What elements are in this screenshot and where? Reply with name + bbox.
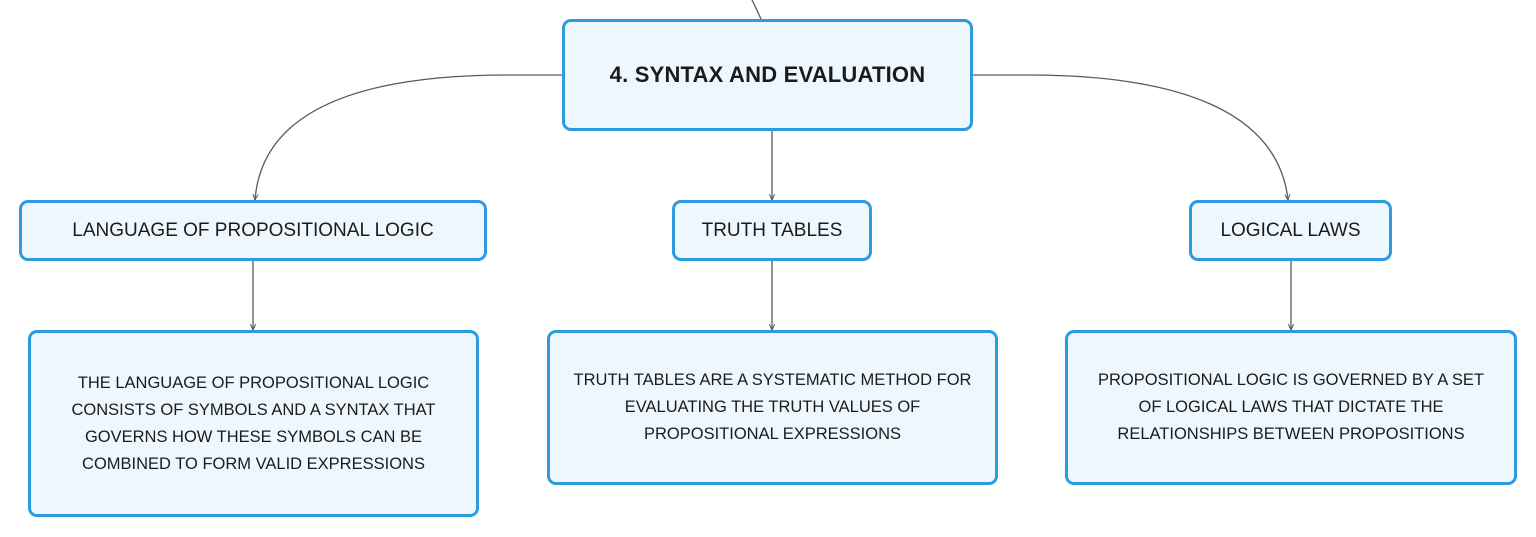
branch-node-label: TRUTH TABLES [701,219,843,241]
branch-node-truth-tables[interactable]: TRUTH TABLES [672,200,872,261]
detail-node-text: THE LANGUAGE OF PROPOSITIONAL LOGIC CONS… [71,373,436,473]
root-node-label: 4. SYNTAX AND EVALUATION [609,62,926,87]
connector-root-to-logical-laws [973,74,1288,200]
branch-node-label: LANGUAGE OF PROPOSITIONAL LOGIC [72,219,434,241]
detail-node-text: PROPOSITIONAL LOGIC IS GOVERNED BY A SET… [1097,371,1485,443]
connector-parent-to-root [751,0,762,20]
detail-node-language[interactable]: THE LANGUAGE OF PROPOSITIONAL LOGIC CONS… [28,330,479,517]
detail-node-logical-laws[interactable]: PROPOSITIONAL LOGIC IS GOVERNED BY A SET… [1065,330,1517,485]
branch-node-language[interactable]: LANGUAGE OF PROPOSITIONAL LOGIC [19,200,487,261]
connector-root-to-language [255,74,562,200]
detail-node-text: TRUTH TABLES ARE A SYSTEMATIC METHOD FOR… [573,371,972,443]
detail-node-truth-tables[interactable]: TRUTH TABLES ARE A SYSTEMATIC METHOD FOR… [547,330,998,485]
branch-node-logical-laws[interactable]: LOGICAL LAWS [1189,200,1392,261]
branch-node-label: LOGICAL LAWS [1220,219,1361,241]
root-node[interactable]: 4. SYNTAX AND EVALUATION [562,19,973,131]
